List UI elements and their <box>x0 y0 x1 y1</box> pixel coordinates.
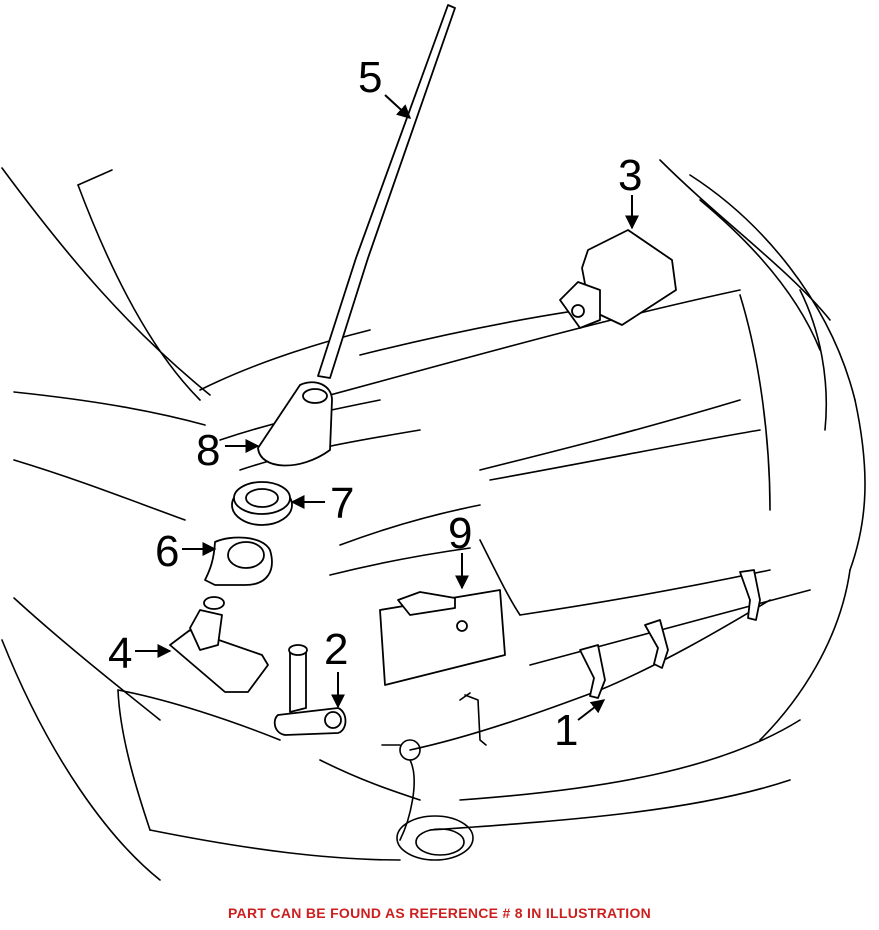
receiver-module <box>379 589 506 686</box>
callout-6: 6 <box>155 527 179 576</box>
callout-4: 4 <box>108 629 132 678</box>
callout-numbers: 5 3 8 7 9 6 2 4 1 <box>108 53 642 755</box>
callout-9: 9 <box>448 509 472 558</box>
callout-3: 3 <box>618 151 642 200</box>
callout-7: 7 <box>330 479 354 528</box>
callout-5: 5 <box>358 53 382 102</box>
callout-8: 8 <box>196 426 220 475</box>
harness-clips <box>579 569 761 699</box>
callout-1: 1 <box>554 706 578 755</box>
vehicle-body-outline <box>1 159 866 881</box>
antenna-grommet <box>231 481 293 526</box>
antenna-amplifier <box>169 596 269 693</box>
antenna-mast <box>317 4 456 379</box>
callout-leaders <box>135 94 639 721</box>
callout-2: 2 <box>324 625 348 674</box>
reference-caption: PART CAN BE FOUND AS REFERENCE # 8 IN IL… <box>227 905 652 921</box>
antenna-pad <box>204 536 273 586</box>
control-module <box>559 229 677 329</box>
connector <box>273 644 347 736</box>
antenna-base <box>257 381 333 467</box>
